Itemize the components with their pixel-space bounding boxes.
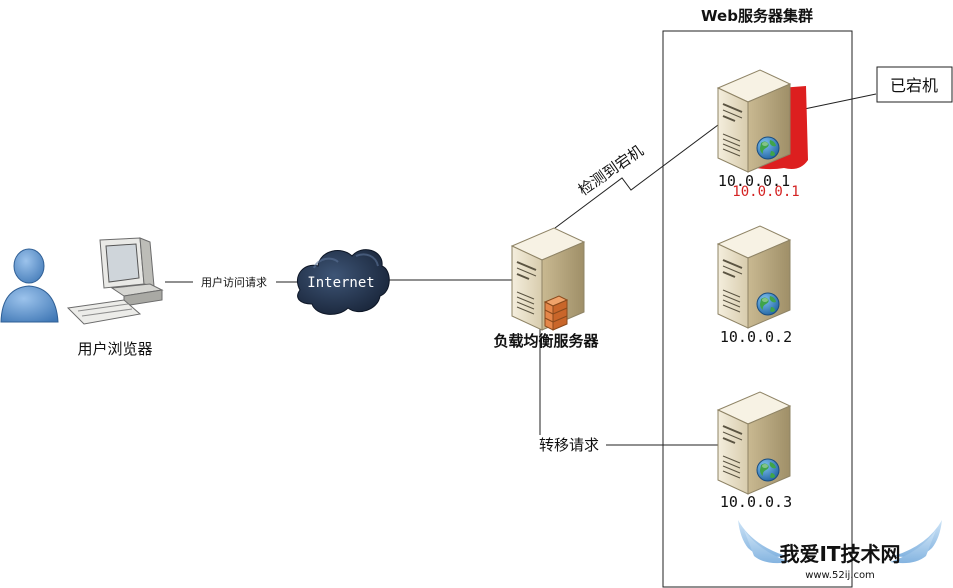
server1-ip-highlight: 10.0.0.1: [732, 184, 799, 200]
firewall-icon: [543, 295, 569, 331]
edge-label-detect-down: 检测到宕机: [575, 142, 647, 200]
server2-globe-icon: [756, 292, 780, 316]
user-icon: [0, 248, 59, 323]
internet-cloud-icon: [296, 249, 390, 315]
watermark-title: 我爱IT技术网: [779, 542, 900, 566]
server3-icon: [717, 391, 791, 495]
server2-icon: [717, 225, 791, 329]
load-balancer-label: 负载均衡服务器: [493, 332, 599, 350]
server3-ip: 10.0.0.3: [720, 493, 792, 511]
watermark-logo: [738, 520, 942, 564]
user-label: 用户浏览器: [77, 340, 152, 358]
server2-ip: 10.0.0.2: [720, 328, 792, 346]
server1-globe-icon: [756, 136, 780, 160]
watermark-url: www.52ij.com: [805, 570, 875, 581]
edge-label-user-access: 用户访问请求: [201, 275, 267, 289]
internet-label: Internet: [307, 275, 374, 291]
edge-label-transfer: 转移请求: [539, 436, 599, 454]
server1-status: 已宕机: [890, 76, 938, 95]
server3-globe-icon: [756, 458, 780, 482]
server1-status-box: [876, 66, 953, 103]
server1-icon: [717, 69, 791, 173]
computer-icon: [66, 237, 164, 325]
cluster-title: Web服务器集群: [701, 7, 813, 25]
cluster-frame: [662, 30, 853, 588]
server1-ip: 10.0.0.1: [718, 172, 790, 190]
edge-lb-to-server1: [554, 124, 719, 229]
